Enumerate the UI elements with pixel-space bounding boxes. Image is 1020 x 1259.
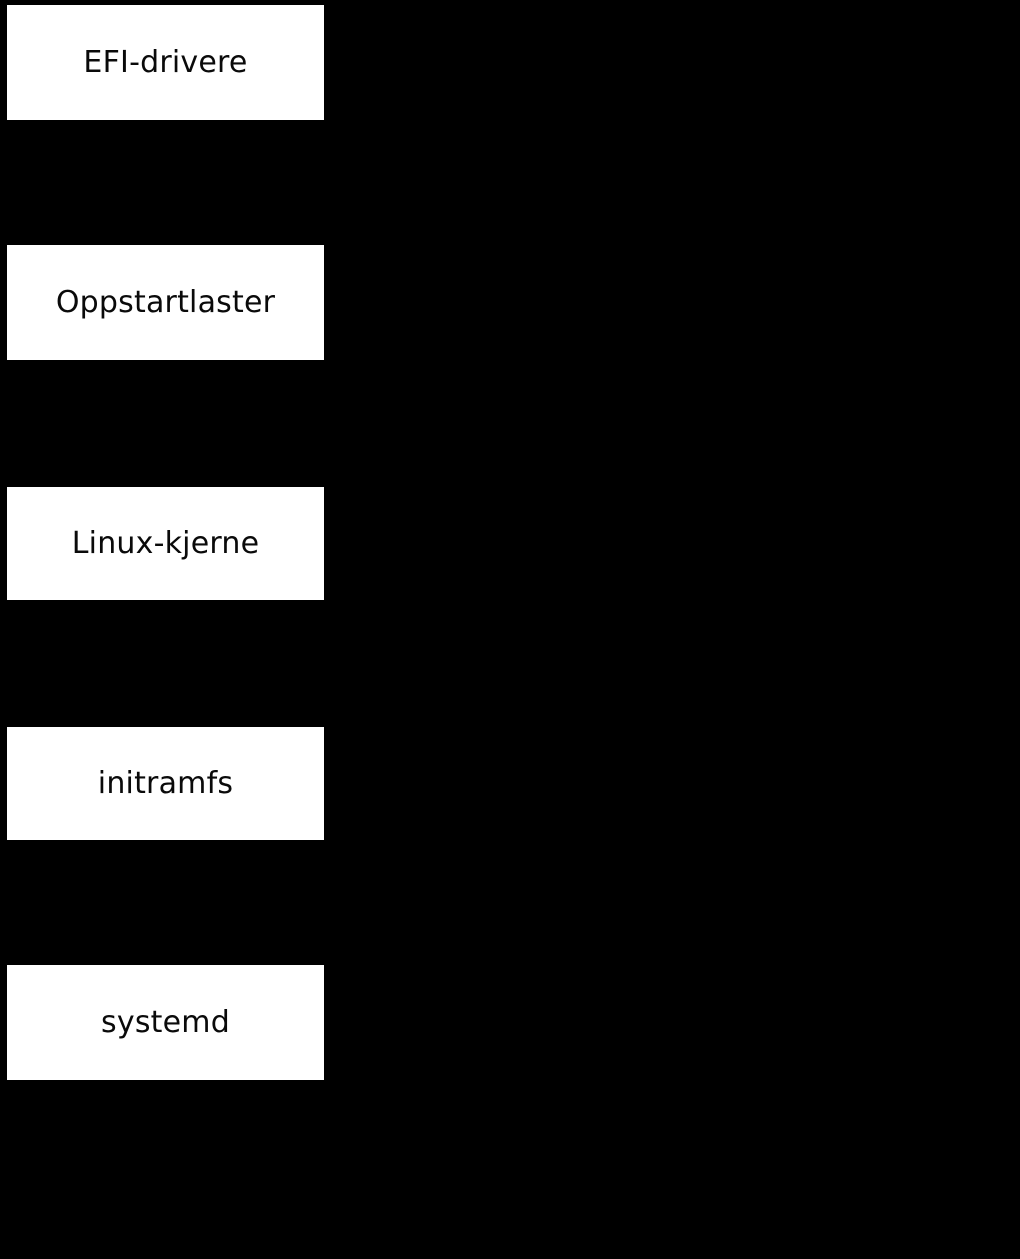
stage-label: EFI-drivere <box>83 44 248 80</box>
stage-label: Linux-kjerne <box>71 525 260 561</box>
stage-box-initramfs[interactable]: initramfs <box>7 727 324 840</box>
stage-label: systemd <box>101 1004 230 1040</box>
stage-box-systemd[interactable]: systemd <box>7 965 324 1080</box>
stage-label: initramfs <box>97 765 234 801</box>
stage-box-linux-kjerne[interactable]: Linux-kjerne <box>7 487 324 600</box>
stage-box-efi-drivere[interactable]: EFI-drivere <box>7 5 324 120</box>
stage-label: Oppstartlaster <box>55 284 276 320</box>
stage-box-oppstartlaster[interactable]: Oppstartlaster <box>7 245 324 360</box>
